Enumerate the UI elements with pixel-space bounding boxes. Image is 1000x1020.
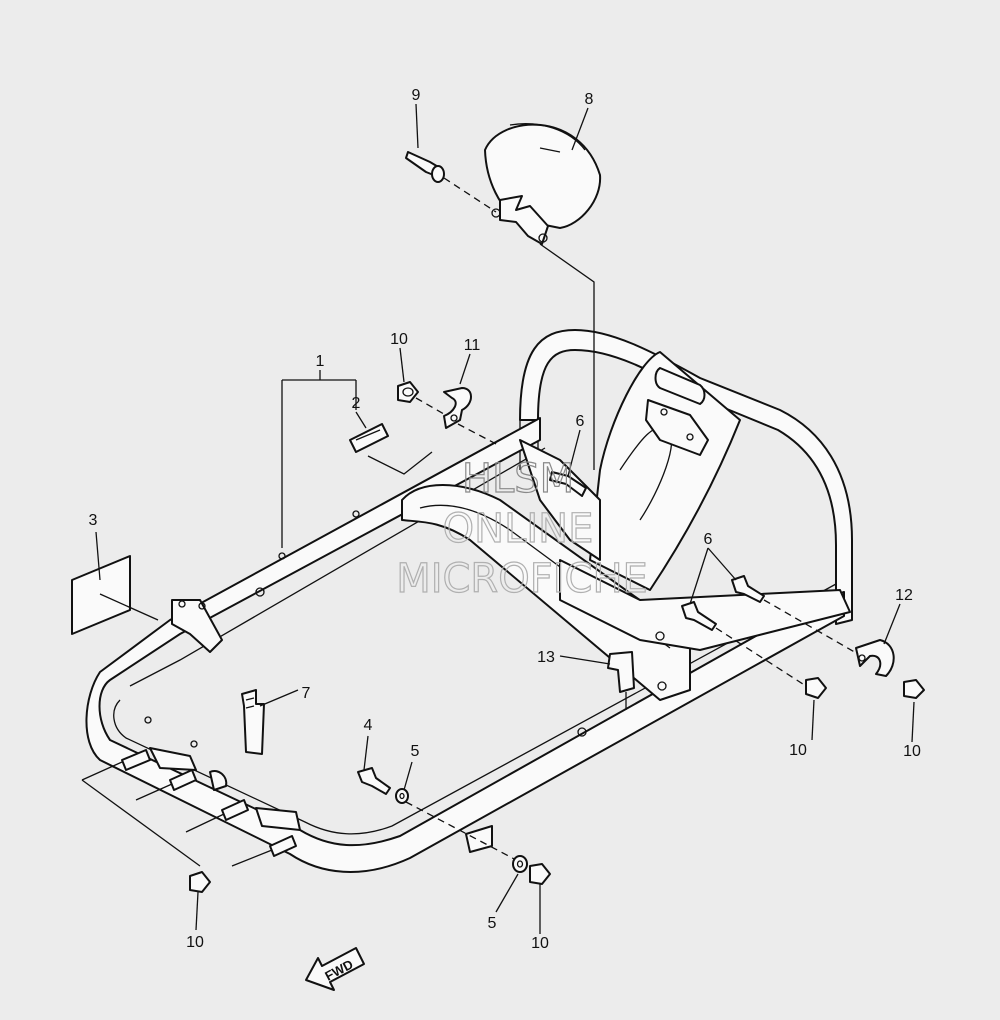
callout-10-top: 10 xyxy=(390,331,408,348)
callout-2: 2 xyxy=(352,395,361,412)
callout-6-top: 6 xyxy=(576,413,585,430)
callout-5-top: 5 xyxy=(411,743,420,760)
nut-10-right-a xyxy=(805,677,827,699)
watermark: HLSM ONLINE MICROFICHE xyxy=(396,455,649,602)
watermark-line-1: HLSM xyxy=(462,456,574,502)
callout-10-bottom: 10 xyxy=(531,935,549,952)
nut-10-top xyxy=(397,381,419,403)
callout-9: 9 xyxy=(412,87,421,104)
washer-5-top xyxy=(395,788,409,804)
clamp-11 xyxy=(443,387,472,429)
callout-10-right-a: 10 xyxy=(789,742,807,759)
nut-10-bottom xyxy=(529,863,551,885)
callout-leaders xyxy=(95,103,915,934)
tag-7 xyxy=(241,689,265,755)
bolt-6-right-b xyxy=(681,601,717,631)
callout-4: 4 xyxy=(364,717,373,734)
grommet-2 xyxy=(349,423,389,453)
callout-13: 13 xyxy=(537,649,555,666)
callout-10-front: 10 xyxy=(186,934,204,951)
main-frame xyxy=(85,417,851,873)
clamp-13 xyxy=(607,651,635,710)
callout-6-right: 6 xyxy=(704,531,713,548)
roll-bar xyxy=(519,329,853,625)
bolt-4 xyxy=(357,767,391,795)
callout-1: 1 xyxy=(316,353,325,370)
callout-10-right-b: 10 xyxy=(903,743,921,760)
callout-12: 12 xyxy=(895,587,913,604)
callout-11: 11 xyxy=(464,337,481,354)
washer-5-bottom xyxy=(512,855,528,873)
clamp-12 xyxy=(855,639,895,677)
front-studs xyxy=(81,749,297,867)
callout-8: 8 xyxy=(585,91,594,108)
rivet-9 xyxy=(405,151,445,183)
bolt-6-right-a xyxy=(731,575,765,603)
nut-10-right-b xyxy=(903,679,925,699)
watermark-line-3: MICROFICHE xyxy=(396,556,648,602)
callout-5-bottom: 5 xyxy=(488,915,497,932)
callout-numbers: 9 8 10 11 1 2 6 3 6 12 13 7 4 5 10 10 10… xyxy=(89,87,921,952)
callout-7: 7 xyxy=(302,685,311,702)
nut-10-front xyxy=(189,871,211,893)
headrest-pad-8 xyxy=(484,123,602,245)
callout-3: 3 xyxy=(89,512,98,529)
fwd-arrow-icon: FWD xyxy=(305,947,365,991)
fwd-label: FWD xyxy=(322,956,355,983)
watermark-line-2: ONLINE xyxy=(443,506,594,552)
